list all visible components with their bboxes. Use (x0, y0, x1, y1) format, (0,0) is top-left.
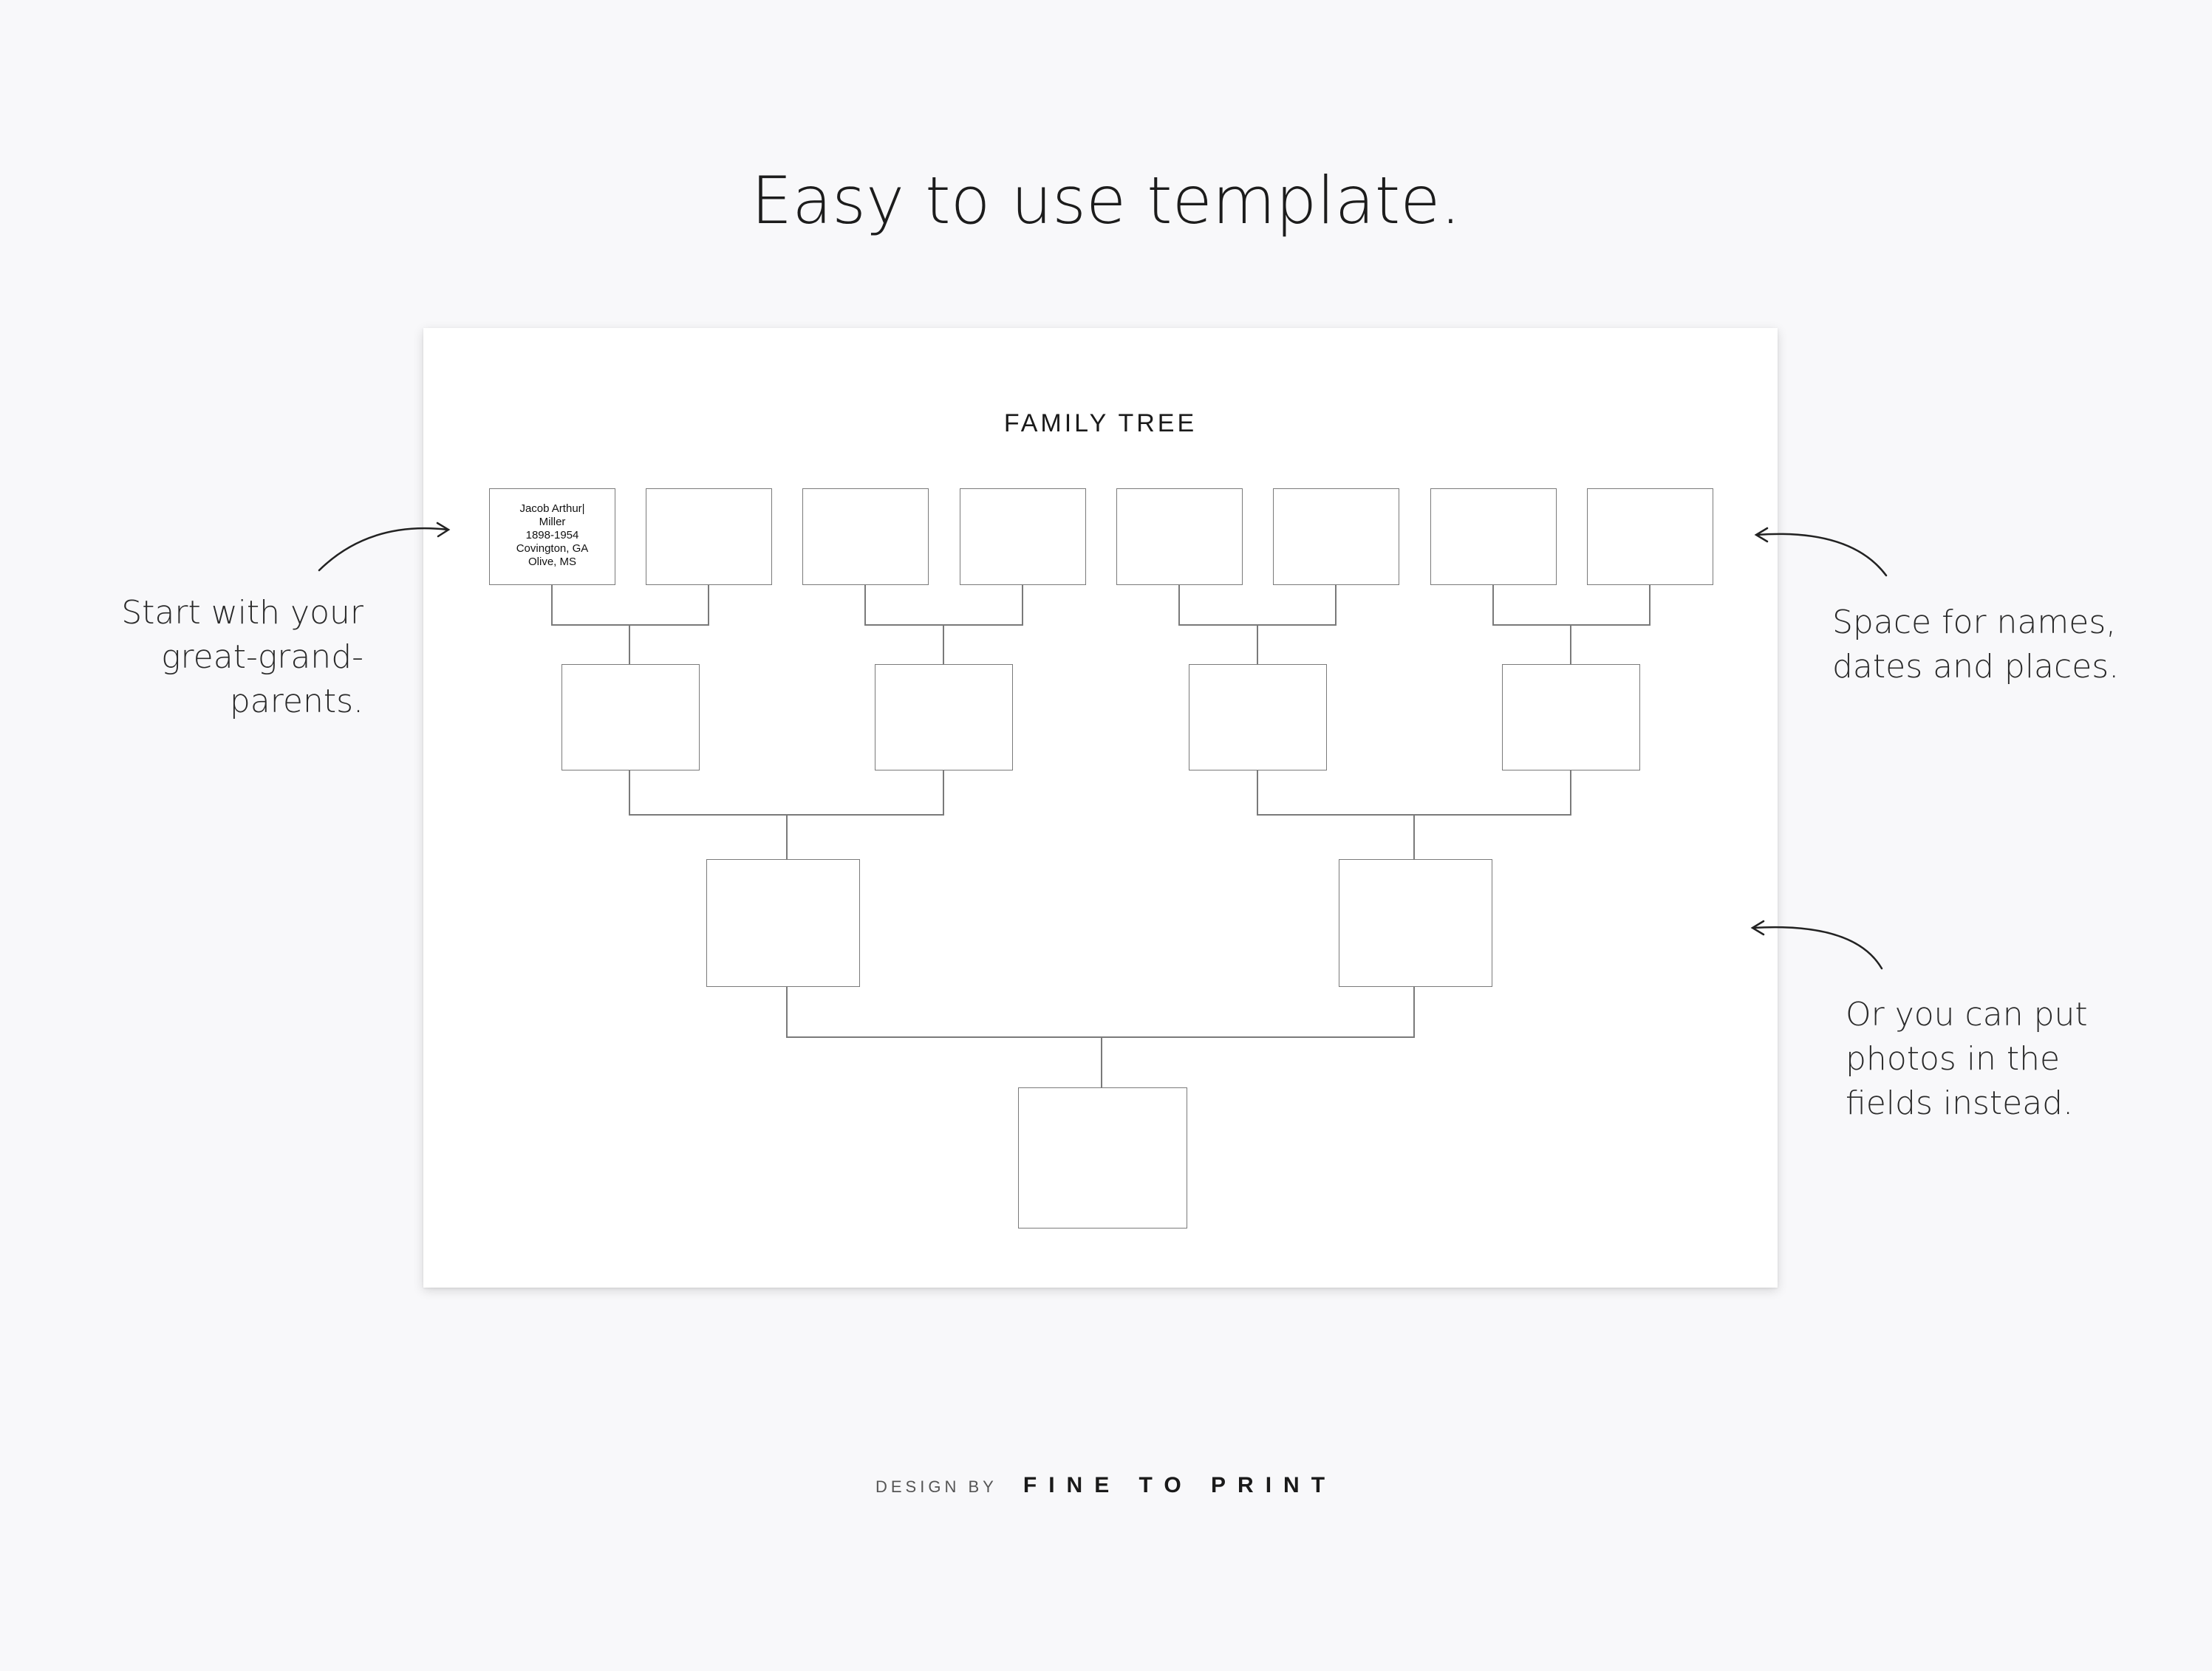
design-by-label: DESIGN BY (875, 1477, 997, 1496)
arrow-right-bottom-note-head (1750, 920, 1765, 936)
entry-last-name: Miller (539, 516, 566, 528)
great-grandparent-box-1[interactable]: Jacob Arthur| Miller 1898-1954 Covington… (489, 488, 615, 585)
note-right-top-line-1: Space for names, (1832, 604, 2117, 641)
connector (629, 770, 630, 816)
entry-birthplace: Covington, GA (516, 542, 589, 555)
entry-first-name: Jacob Arthur| (519, 502, 585, 515)
connector (1413, 987, 1415, 1038)
note-right-bottom: Or you can put photos in the fields inst… (1846, 993, 2088, 1126)
note-right-top: Space for names, dates and places. (1832, 601, 2119, 689)
grandparent-box-1[interactable] (561, 664, 700, 770)
connector (1492, 624, 1651, 626)
connector (786, 1036, 1415, 1038)
connector (1022, 585, 1023, 626)
connector (1335, 585, 1337, 626)
connector (551, 624, 709, 626)
footer: DESIGN BY FINE TO PRINT (0, 1473, 2212, 1498)
family-tree-sheet: FAMILY TREE Jacob Arthur| Miller 1898-19… (423, 328, 1778, 1288)
note-left: Start with your great-grand- parents. (121, 591, 363, 724)
great-grandparent-box-8[interactable] (1587, 488, 1713, 585)
connector (1178, 585, 1180, 626)
arrow-left-note (318, 527, 449, 572)
connector (786, 987, 788, 1038)
connector (708, 585, 709, 626)
note-right-bottom-line-3: fields instead. (1846, 1084, 2074, 1122)
arrow-left-note-head (436, 522, 451, 538)
connector (629, 624, 630, 666)
connector (1492, 585, 1494, 626)
note-left-line-3: parents. (229, 683, 363, 720)
note-right-bottom-line-1: Or you can put (1846, 996, 2088, 1033)
arrow-right-top-note (1755, 533, 1888, 577)
great-grandparent-box-2[interactable] (646, 488, 772, 585)
connector (1257, 770, 1258, 816)
great-grandparent-box-7[interactable] (1430, 488, 1557, 585)
note-left-line-2: great-grand- (161, 638, 363, 676)
entry-years: 1898-1954 (525, 529, 579, 541)
connector (1257, 624, 1258, 666)
parent-box-1[interactable] (706, 859, 860, 987)
connector (1570, 624, 1571, 666)
entry-deathplace: Olive, MS (528, 556, 576, 568)
headline: Easy to use template. (751, 163, 1461, 239)
great-grandparent-box-6[interactable] (1273, 488, 1399, 585)
connector (943, 624, 944, 666)
grandparent-box-3[interactable] (1189, 664, 1327, 770)
tree-title: FAMILY TREE (1003, 409, 1198, 437)
arrow-right-top-note-head (1754, 527, 1769, 543)
sample-entry: Jacob Arthur| Miller 1898-1954 Covington… (490, 502, 615, 569)
grandparent-box-2[interactable] (875, 664, 1013, 770)
note-left-line-1: Start with your (121, 594, 363, 632)
grandparent-box-4[interactable] (1502, 664, 1640, 770)
arrow-right-bottom-note (1752, 926, 1883, 970)
connector (943, 770, 944, 816)
connector (1649, 585, 1651, 626)
connector (1570, 770, 1571, 816)
note-right-top-line-2: dates and places. (1832, 648, 2120, 686)
connector (1101, 1036, 1102, 1088)
connector (864, 585, 866, 626)
great-grandparent-box-4[interactable] (960, 488, 1086, 585)
connector (1413, 814, 1415, 860)
great-grandparent-box-5[interactable] (1116, 488, 1243, 585)
brand-name: FINE TO PRINT (1023, 1473, 1337, 1497)
connector (786, 814, 788, 860)
great-grandparent-box-3[interactable] (802, 488, 929, 585)
connector (551, 585, 553, 626)
parent-box-2[interactable] (1339, 859, 1492, 987)
self-box[interactable] (1018, 1087, 1187, 1229)
note-right-bottom-line-2: photos in the (1846, 1040, 2061, 1078)
